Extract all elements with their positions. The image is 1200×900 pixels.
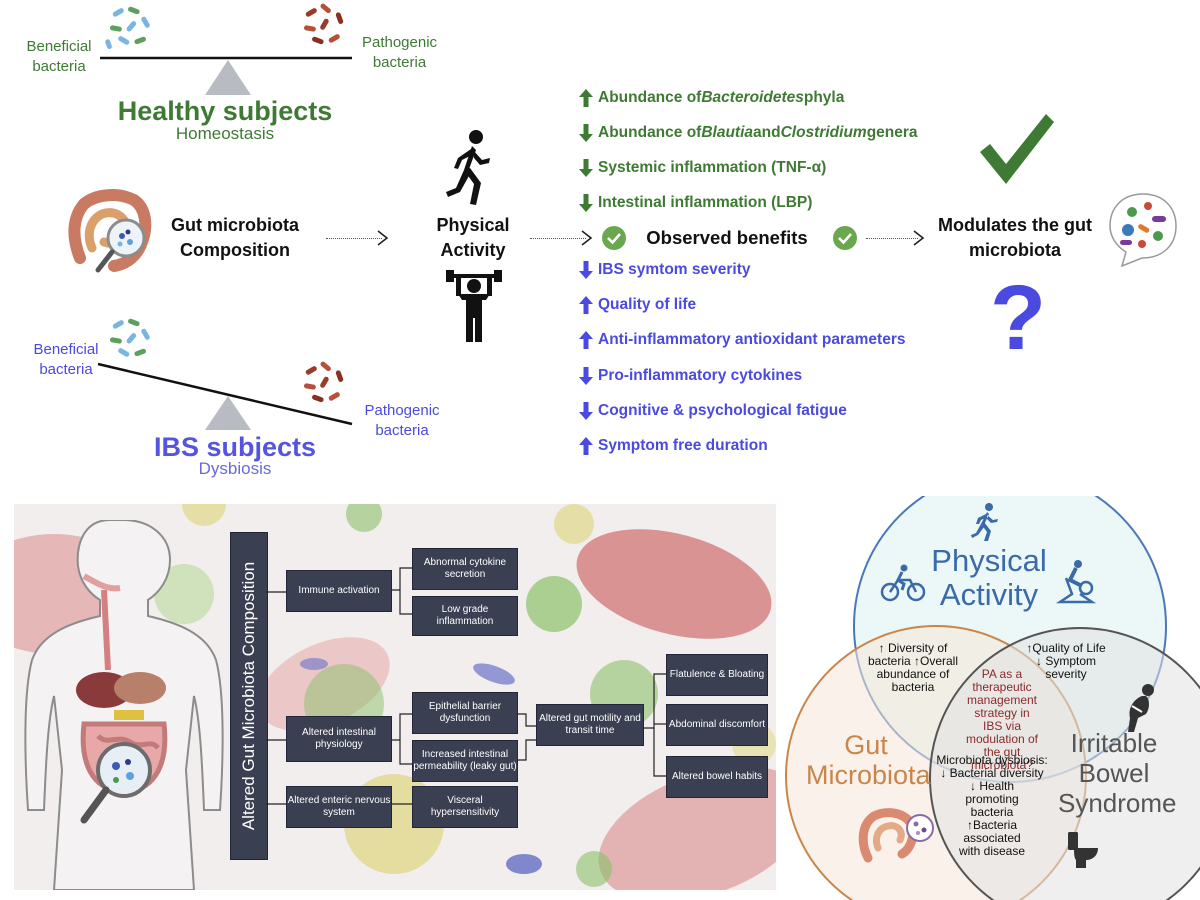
visceral-box: Visceral hypersensitivity (412, 786, 518, 828)
checkmark-icon (980, 114, 1054, 184)
venn-ibs-label: Irritable Bowel Syndrome (1058, 728, 1177, 818)
microbiota-bubble-icon (1109, 193, 1177, 268)
venn-pa-gut-text: ↑ Diversity of bacteria ↑Overall abundan… (867, 641, 959, 694)
check-circle-icon (833, 226, 857, 250)
arrow-up-icon (579, 437, 593, 455)
venn-pa-ibs-text: ↑Quality of Life ↓ Symptom severity (1026, 641, 1106, 681)
arrow-down-icon (579, 124, 593, 142)
human-figure-icon (24, 520, 224, 890)
arrow-3-head (913, 230, 925, 246)
cytokine-box: Abnormal cytokine secretion (412, 548, 518, 590)
runner-small-icon (971, 503, 998, 541)
arrow-1 (326, 238, 382, 239)
toilet-icon (1068, 832, 1098, 868)
healthy-title: Healthy subjects (117, 96, 333, 126)
motility-box: Altered gut motility and transit time (536, 704, 644, 746)
gut-composition-label: Gut microbiota Composition (170, 215, 299, 260)
arrow-up-icon (579, 89, 593, 107)
weightlifter-icon (446, 270, 502, 342)
venn-diagram (785, 496, 1200, 900)
flow-connectors (266, 567, 666, 805)
benefit-blue-6: Symptom free duration (578, 435, 768, 457)
venn-pa-label: Physical Activity (931, 543, 1047, 612)
arrow-down-icon (579, 402, 593, 420)
observed-benefits-label: Observed benefits (646, 227, 808, 248)
ibs-title: IBS subjects (153, 432, 317, 462)
intestinal-physiology-box: Altered intestinal physiology (286, 716, 392, 762)
venn-dysbiosis-1: ↓ Bacterial diversity (940, 766, 1044, 780)
venn-dysbiosis-title: Microbiota dysbiosis: (936, 753, 1048, 767)
arrow-2 (530, 238, 586, 239)
cyclist-icon (880, 564, 926, 602)
stationary-bike-icon (1055, 560, 1097, 604)
benefit-blue-1: IBS symtom severity (578, 259, 751, 281)
benefit-green-1: Abundance of Bacteroidetes phyla (578, 87, 844, 109)
venn-gut-ibs-text: Microbiota dysbiosis: ↓ Bacterial divers… (932, 754, 1052, 858)
flow-panel: Altered Gut Microbiota Composition Immun… (14, 504, 776, 890)
pathogenic-bacteria-icon (303, 361, 344, 403)
healthy-balance (100, 3, 352, 95)
low-grade-box: Low grade inflammation (412, 596, 518, 636)
arrow-down-icon (579, 159, 593, 177)
arrow-down-icon (579, 261, 593, 279)
intestine-small-icon (858, 808, 934, 863)
benefit-blue-5: Cognitive & psychological fatigue (578, 400, 847, 422)
check-circle-icon (602, 226, 626, 250)
arrow-3 (866, 238, 918, 239)
venn-center-text: PA as a therapeutic management strategy … (965, 667, 1039, 772)
beneficial-bacteria-icon (105, 6, 150, 50)
benefit-green-2: Abundance of Blautia and Clostridium gen… (578, 122, 918, 144)
modulates-label: Modulates the gut microbiota (938, 215, 1092, 260)
beneficial-bacteria-icon (109, 318, 150, 357)
ibs-pathogenic-label: Pathogenic bacteria (364, 402, 440, 439)
permeability-box: Increased intestinal permeability (leaky… (412, 740, 518, 782)
pathogenic-bacteria-icon (303, 3, 344, 45)
benefit-green-3: Systemic inflammation (TNF-α) (578, 157, 826, 179)
venn-dysbiosis-3: ↑Bacteria associated with disease (958, 818, 1026, 858)
healthy-pathogenic-label: Pathogenic bacteria (361, 34, 438, 71)
ibs-beneficial-label: Beneficial bacteria (33, 341, 99, 378)
benefit-green-4: Intestinal inflammation (LBP) (578, 192, 812, 214)
epithelial-box: Epithelial barrier dysfunction (412, 692, 518, 734)
physical-activity-label: Physical Activity (436, 215, 510, 260)
abdominal-box: Abdominal discomfort (666, 704, 768, 746)
intestine-icon (68, 189, 152, 273)
enteric-box: Altered enteric nervous system (286, 786, 392, 828)
arrow-down-icon (579, 367, 593, 385)
benefit-blue-2: Quality of life (578, 294, 696, 316)
benefit-blue-3: Anti-inflammatory antioxidant parameters (578, 329, 905, 351)
ibs-subtitle: Dysbiosis (198, 459, 272, 478)
immune-activation-box: Immune activation (286, 570, 392, 612)
arrow-2-head (581, 230, 593, 246)
flatulence-box: Flatulence & Bloating (666, 654, 768, 696)
bowel-box: Altered bowel habits (666, 756, 768, 798)
arrow-1-head (377, 230, 389, 246)
venn-dysbiosis-2: ↓ Health promoting bacteria (965, 779, 1019, 819)
ibs-balance (97, 318, 353, 430)
arrow-up-icon (579, 331, 593, 349)
benefit-blue-4: Pro-inflammatory cytokines (578, 365, 802, 387)
arrow-down-icon (579, 194, 593, 212)
healthy-beneficial-label: Beneficial bacteria (26, 38, 92, 75)
vertical-title-box: Altered Gut Microbiota Composition (230, 532, 268, 860)
runner-icon (446, 130, 490, 205)
arrow-up-icon (579, 296, 593, 314)
healthy-subtitle: Homeostasis (175, 124, 275, 143)
venn-gut-label: Gut Microbiota (806, 730, 931, 790)
question-mark: ? (989, 267, 1047, 369)
stomach-pain-icon (1128, 684, 1154, 732)
